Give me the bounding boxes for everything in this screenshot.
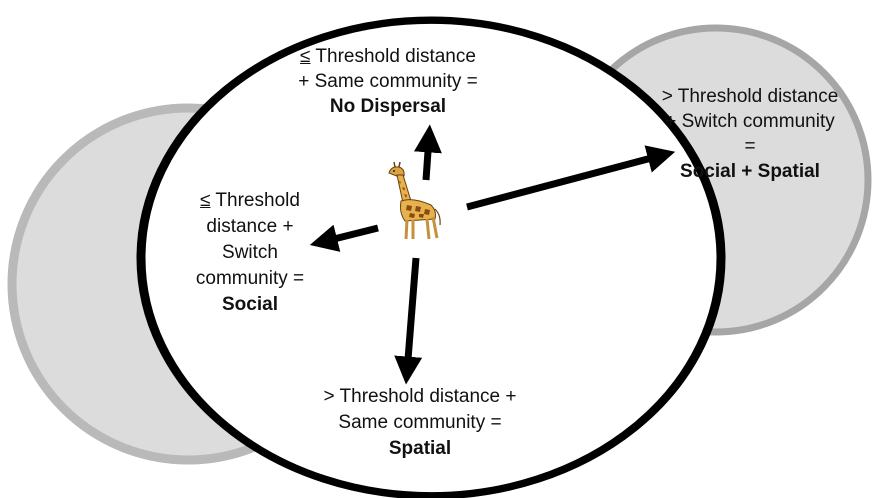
label-line: Threshold distance	[310, 46, 476, 67]
label-line: community =	[195, 268, 305, 289]
outcome-spatial: Spatial	[388, 438, 452, 459]
label-spatial: > Threshold distance + Same community = …	[285, 384, 555, 462]
label-line: Same community =	[338, 412, 502, 433]
outcome-no-dispersal: No Dispersal	[329, 96, 447, 117]
outcome-social-spatial: Social + Spatial	[680, 161, 820, 182]
giraffe-icon	[388, 161, 441, 240]
label-line: > Threshold distance +	[323, 386, 517, 407]
arrow-right	[466, 145, 676, 211]
outcome-social: Social	[222, 294, 278, 315]
lte-symbol: ≤	[200, 190, 211, 211]
label-no-dispersal: ≤ Threshold distance + Same community = …	[260, 44, 516, 119]
label-social-spatial: > Threshold distance + Switch community …	[625, 84, 875, 184]
label-social: ≤ Threshold distance + Switch community …	[160, 188, 340, 318]
label-line: > Threshold distance	[661, 86, 839, 107]
label-line: Threshold	[210, 190, 300, 211]
arrow-up	[413, 124, 442, 181]
arrow-left	[309, 224, 379, 252]
arrow-down	[394, 257, 423, 385]
label-line: + Same community =	[298, 71, 478, 92]
label-line: Switch	[222, 242, 278, 263]
label-line: =	[744, 136, 756, 157]
label-line: + Switch community	[665, 111, 835, 132]
home-range-circle	[136, 16, 726, 498]
label-line: distance +	[206, 216, 294, 237]
lte-symbol: ≤	[300, 46, 311, 67]
